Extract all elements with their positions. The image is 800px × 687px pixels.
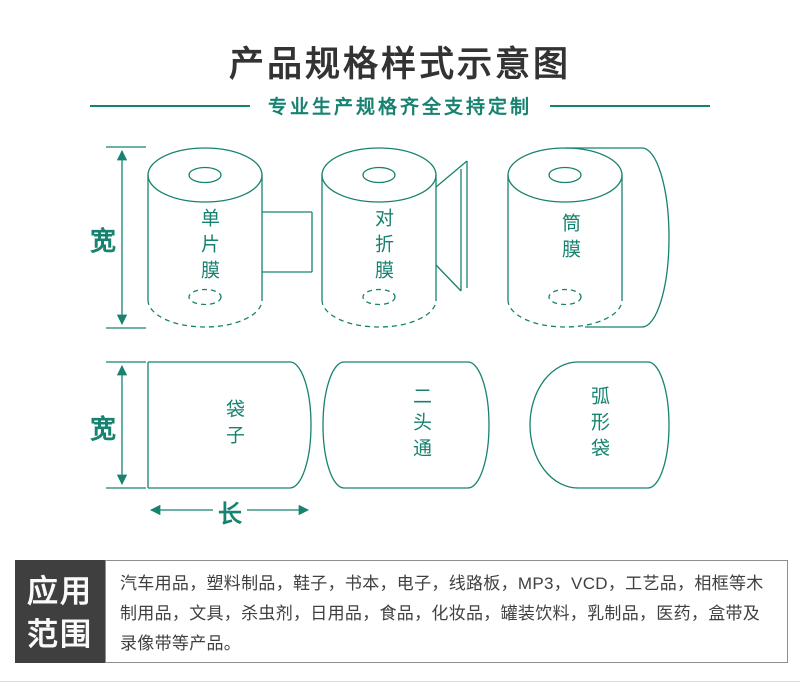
subtitle-line-right <box>550 104 710 107</box>
bag-open-ends-shape <box>322 361 490 489</box>
width-dim-label-bottom: 宽 <box>90 414 117 444</box>
roll-label-folded-film: 对折膜 <box>372 208 393 286</box>
application-heading-line1: 应用 <box>27 574 93 609</box>
bag-label-arc: 弧形袋 <box>588 386 609 464</box>
bag-label-open-ends: 二头通 <box>410 386 431 464</box>
roll-label-tube-film: 筒膜 <box>559 213 580 265</box>
subtitle-line-left <box>89 104 250 107</box>
page-subtitle: 专业生产规格齐全支持定制 <box>267 97 532 118</box>
bottom-divider <box>0 681 800 682</box>
spec-diagram-canvas <box>106 146 670 516</box>
roll-folded-film-shape <box>321 147 468 328</box>
application-text: 汽车用品，塑料制品，鞋子，书本，电子，线路板，MP3，VCD，工艺品，相框等木制… <box>120 574 764 653</box>
subtitle-row: 专业生产规格齐全支持定制 <box>0 92 800 119</box>
bag-flat-shape <box>147 361 312 489</box>
roll-tube-film-shape <box>507 147 670 328</box>
width-dim-label-top: 宽 <box>90 226 117 256</box>
roll-single-film-shape <box>147 147 313 328</box>
application-heading-line2: 范围 <box>27 617 93 653</box>
application-heading: 应用 范围 <box>15 560 105 663</box>
length-dim-label: 长 <box>213 494 247 529</box>
application-text-box: 汽车用品，塑料制品，鞋子，书本，电子，线路板，MP3，VCD，工艺品，相框等木制… <box>105 560 788 663</box>
page-title: 产品规格样式示意图 <box>228 45 571 84</box>
spec-diagram: 单片膜 对折膜 筒膜 袋子 二头通 弧形袋 宽 宽 长 <box>0 125 800 555</box>
width-dimension-top <box>106 146 146 329</box>
width-dimension-bottom <box>106 361 146 489</box>
bag-arc-shape <box>529 361 670 489</box>
bag-label-flat: 袋子 <box>223 399 244 451</box>
application-section: 应用 范围 汽车用品，塑料制品，鞋子，书本，电子，线路板，MP3，VCD，工艺品… <box>15 560 788 663</box>
roll-label-single-film: 单片膜 <box>198 208 219 286</box>
